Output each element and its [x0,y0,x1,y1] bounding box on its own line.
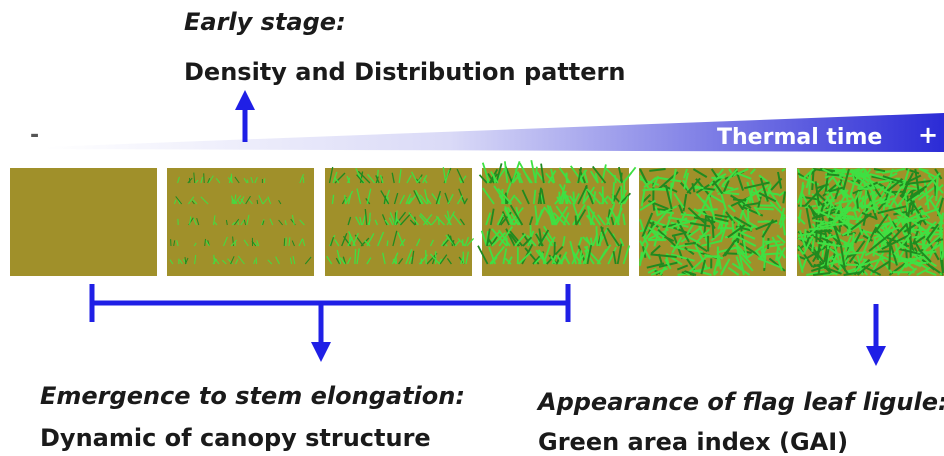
canopy-panel-5 [639,168,786,276]
canopy-panel-1 [10,168,157,276]
canopy-panel-6 [797,168,944,276]
canopy-panel-4 [478,160,636,276]
canopy-panel-2 [167,168,314,276]
emergence-heading: Emergence to stem elongation: [40,384,465,408]
flag-leaf-heading: Appearance of flag leaf ligule: [538,390,944,414]
canopy-panel-3 [325,167,474,276]
emergence-detail: Dynamic of canopy structure [40,426,431,450]
thermal-time-minus: - [30,123,39,148]
emergence-bracket [92,284,568,352]
canopy-panels [10,160,944,276]
thermal-time-label: Thermal time [717,125,882,150]
thermal-time-plus: + [918,121,938,149]
flag-leaf-detail: Green area index (GAI) [538,430,848,454]
